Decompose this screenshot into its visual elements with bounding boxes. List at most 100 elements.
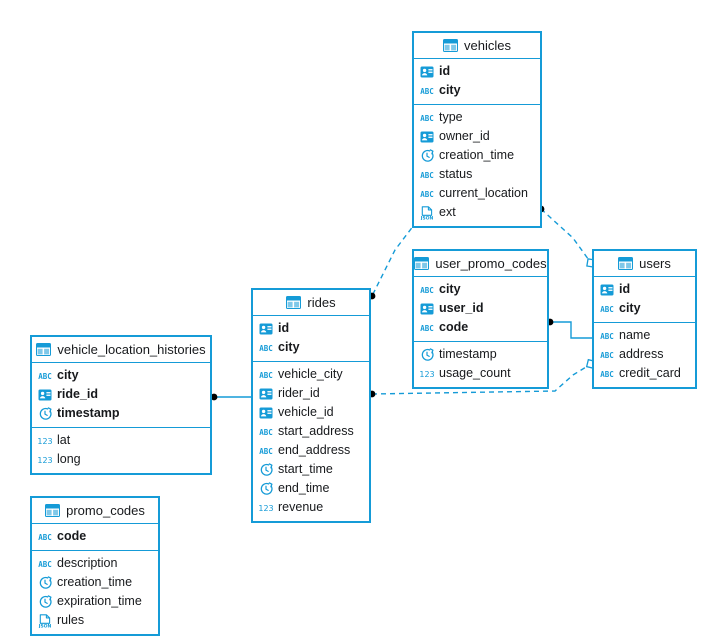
column-row[interactable]: rider_id: [253, 384, 369, 403]
svg-text:ABC: ABC: [420, 286, 434, 295]
table-name: user_promo_codes: [435, 256, 547, 271]
123-number-type-icon: 123: [420, 367, 434, 381]
column-label: end_time: [278, 481, 330, 495]
123-number-type-icon: 123: [38, 434, 52, 448]
column-label: ext: [439, 205, 456, 219]
id-badge-type-icon: [259, 387, 273, 401]
column-row[interactable]: creation_time: [32, 573, 158, 592]
table-header-vehicles[interactable]: vehicles: [414, 33, 540, 59]
column-label: vehicle_city: [278, 367, 343, 381]
column-row[interactable]: ABC name: [594, 326, 695, 345]
table-name: rides: [307, 295, 336, 310]
column-row[interactable]: expiration_time: [32, 592, 158, 611]
abc-string-type-icon: ABC: [420, 283, 434, 297]
svg-text:ABC: ABC: [259, 447, 273, 456]
id-badge-type-icon: [259, 322, 273, 336]
clock-timestamp-type-icon: [38, 594, 52, 609]
abc-string-type-icon: ABC: [420, 168, 434, 182]
column-label: name: [619, 328, 651, 342]
abc-string-type-icon: ABC: [600, 348, 614, 362]
column-label: code: [57, 529, 87, 543]
table-header-user_promo_codes[interactable]: user_promo_codes: [414, 251, 547, 277]
column-row[interactable]: start_time: [253, 460, 369, 479]
abc-string-type-icon: ABC: [420, 187, 434, 201]
primary-key-row[interactable]: ABC city: [414, 280, 547, 299]
clock-timestamp-type-icon: [259, 481, 273, 496]
column-row[interactable]: end_time: [253, 479, 369, 498]
id-badge-type-icon: [420, 130, 434, 144]
svg-text:ABC: ABC: [600, 351, 614, 360]
svg-text:ABC: ABC: [38, 560, 52, 569]
column-label: start_address: [278, 424, 354, 438]
column-row[interactable]: ABC address: [594, 345, 695, 364]
table-icon: [286, 296, 302, 309]
abc-string-type-icon: ABC: [600, 367, 614, 381]
column-row[interactable]: timestamp: [414, 345, 547, 364]
column-label: owner_id: [439, 129, 490, 143]
primary-key-row[interactable]: id: [594, 280, 695, 299]
column-row[interactable]: creation_time: [414, 146, 540, 165]
svg-text:ABC: ABC: [600, 305, 614, 314]
column-row[interactable]: owner_id: [414, 127, 540, 146]
svg-text:ABC: ABC: [600, 332, 614, 341]
abc-string-type-icon: ABC: [600, 329, 614, 343]
svg-text:ABC: ABC: [420, 87, 434, 96]
abc-string-type-icon: ABC: [420, 111, 434, 125]
table-icon: [36, 343, 52, 356]
svg-text:JSON: JSON: [38, 623, 52, 628]
column-label: revenue: [278, 500, 324, 514]
abc-string-type-icon: ABC: [38, 369, 52, 383]
relationship-user-promo-codes-users[interactable]: [546, 318, 592, 339]
primary-key-row[interactable]: user_id: [414, 299, 547, 318]
relationship-vehicle-location-histories-rides[interactable]: [210, 393, 251, 401]
column-label: city: [439, 282, 461, 296]
123-number-type-icon: 123: [38, 453, 52, 467]
column-row[interactable]: vehicle_id: [253, 403, 369, 422]
column-label: type: [439, 110, 463, 124]
primary-key-row[interactable]: timestamp: [32, 404, 210, 423]
relationship-line: [371, 220, 418, 297]
column-label: long: [57, 452, 81, 466]
table-header-users[interactable]: users: [594, 251, 695, 277]
id-badge-type-icon: [259, 406, 273, 420]
table-icon: [443, 39, 459, 52]
table-header-rides[interactable]: rides: [253, 290, 369, 316]
primary-key-row[interactable]: ride_id: [32, 385, 210, 404]
table-icon: [45, 504, 61, 517]
column-label: address: [619, 347, 664, 361]
column-row[interactable]: ABC type: [414, 108, 540, 127]
column-row[interactable]: 123 long: [32, 450, 210, 469]
table-header-vehicle_location_histories[interactable]: vehicle_location_histories: [32, 337, 210, 363]
table-header-promo_codes[interactable]: promo_codes: [32, 498, 158, 524]
primary-key-row[interactable]: id: [253, 319, 369, 338]
primary-key-row[interactable]: id: [414, 62, 540, 81]
